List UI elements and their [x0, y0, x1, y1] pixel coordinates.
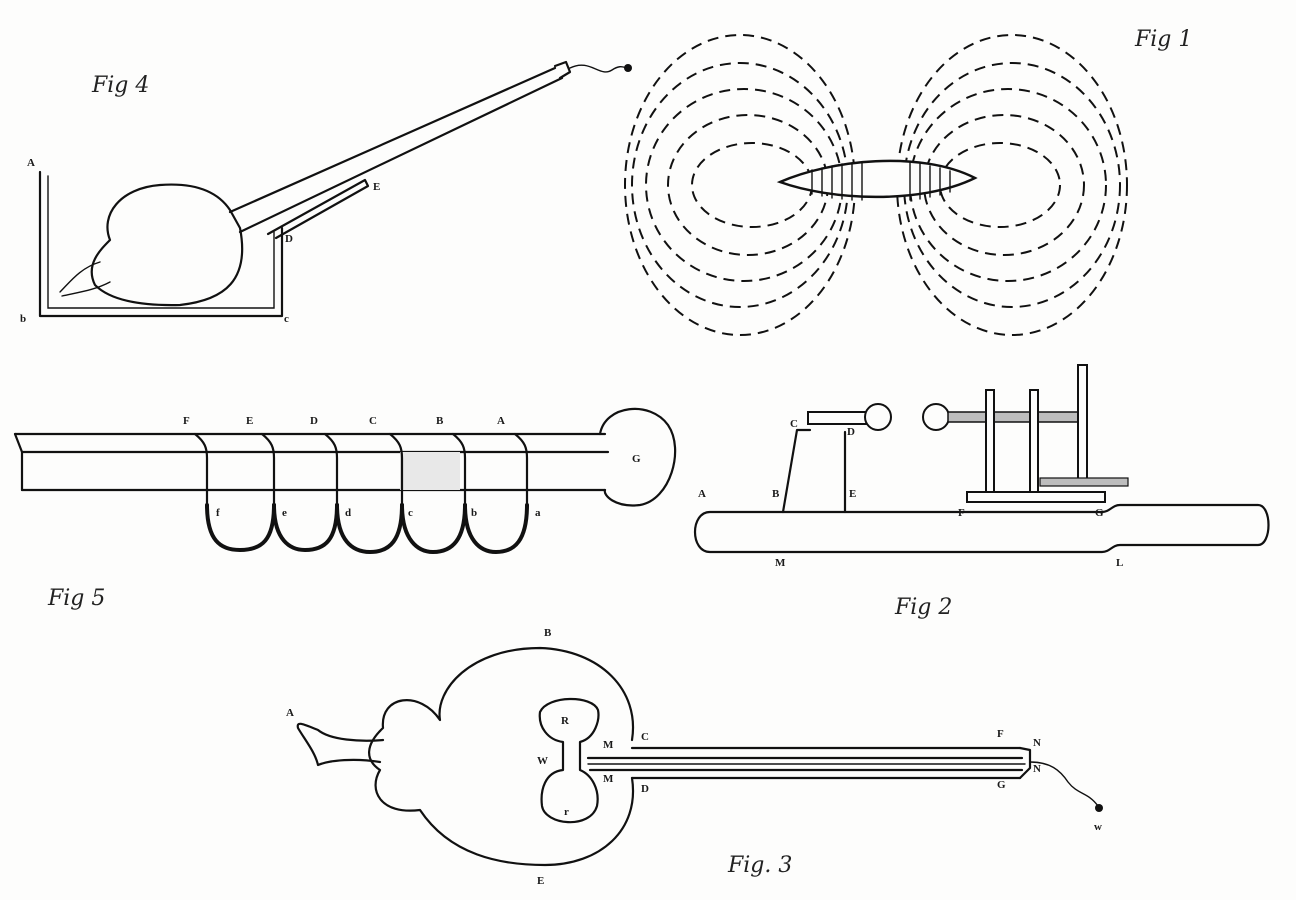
fig5-coil-bar: F E D C B A G a b c d e f Fig 5	[13, 407, 677, 611]
fig2-label-A: A	[698, 488, 706, 500]
fig5-label-C: C	[369, 415, 377, 427]
fig2-label-D: D	[847, 426, 855, 438]
fig1-field-lines: Fig 1	[624, 27, 1192, 336]
fig4-label-A: A	[27, 157, 35, 169]
fig5-shaded-section	[400, 452, 460, 490]
fig2-apparatus: A B C D E F G M L Fig 2	[694, 364, 1270, 620]
fig1-central-body	[776, 159, 978, 199]
fig4-wire-terminal	[624, 64, 632, 72]
fig4-tube-bottom	[238, 76, 564, 234]
fig2-ball-right	[922, 403, 950, 431]
fig4-label-E: E	[373, 181, 380, 193]
fig2-base-tube	[694, 503, 1270, 554]
fig4-label-c: c	[284, 313, 289, 325]
fig4-tube-top	[228, 66, 557, 214]
fig3-caption: Fig. 3	[727, 853, 792, 878]
fig2-platform	[966, 491, 1106, 503]
fig3-label-A: A	[286, 707, 294, 719]
fig3-label-N-top: N	[1033, 737, 1041, 749]
fig1-body-stripes	[811, 161, 951, 201]
fig3-inner-dumbbell	[538, 697, 600, 824]
fig1-loop-right-3	[909, 88, 1107, 282]
fig5-label-d: d	[345, 507, 351, 519]
fig4-trough-inner	[47, 175, 275, 309]
fig3-label-G: G	[997, 779, 1006, 791]
fig4-retort-bulb	[90, 183, 244, 307]
fig4-apparatus: Fig 4 A b c D E	[20, 60, 632, 325]
fig3-label-F: F	[997, 728, 1004, 740]
fig2-label-G: G	[1095, 507, 1104, 519]
fig5-label-a: a	[535, 507, 541, 519]
fig5-label-G: G	[632, 453, 641, 465]
fig5-coil-loops	[205, 503, 529, 555]
fig5-knob-G	[598, 407, 677, 507]
fig5-label-e: e	[282, 507, 287, 519]
fig3-wire-terminal	[1095, 804, 1103, 812]
fig5-label-c: c	[408, 507, 413, 519]
fig3-label-M-top: M	[603, 739, 614, 751]
fig3-label-w: w	[1094, 821, 1102, 833]
fig2-label-B: B	[772, 488, 780, 500]
fig5-label-F: F	[183, 415, 190, 427]
fig2-post-2	[1029, 389, 1039, 493]
fig3-label-N-bottom: N	[1033, 763, 1041, 775]
fig3-label-M-bottom: M	[603, 773, 614, 785]
fig5-label-B: B	[436, 415, 444, 427]
fig4-label-b: b	[20, 313, 26, 325]
fig4-trough-outer	[38, 170, 284, 318]
fig2-post-1	[985, 389, 995, 493]
fig5-label-D: D	[310, 415, 318, 427]
fig4-tube-cap	[553, 60, 572, 80]
fig2-screw-rod	[947, 411, 1081, 423]
fig5-label-f: f	[216, 507, 220, 519]
fig2-ball-left	[864, 403, 892, 431]
fig4-side-tube	[266, 178, 370, 240]
fig5-bar-end	[13, 432, 24, 492]
fig3-label-D: D	[641, 783, 649, 795]
fig4-label-D: D	[285, 233, 293, 245]
fig3-label-B: B	[544, 627, 552, 639]
fig1-caption: Fig 1	[1134, 27, 1192, 52]
fig3-label-C: C	[641, 731, 649, 743]
fig2-label-F: F	[958, 507, 965, 519]
fig4-caption: Fig 4	[91, 73, 149, 98]
fig3-large-body	[368, 646, 635, 867]
fig5-label-b: b	[471, 507, 477, 519]
fig3-label-r: r	[564, 806, 569, 818]
fig4-wire	[569, 64, 627, 73]
fig3-apparatus: B A E C D M M W R r F G N N w Fig. 3	[286, 627, 1103, 887]
fig2-caption: Fig 2	[894, 595, 952, 620]
fig4-bulb-neck	[59, 261, 111, 297]
fig3-label-W: W	[537, 755, 548, 767]
fig2-arm-C	[807, 411, 869, 425]
fig3-wire	[1029, 761, 1099, 807]
fig3-tube-end	[1018, 746, 1032, 780]
fig2-stand-left	[781, 428, 812, 514]
fig5-caption: Fig 5	[47, 586, 105, 611]
fig3-label-E: E	[537, 875, 544, 887]
fig5-label-A: A	[497, 415, 505, 427]
fig2-rack	[1039, 477, 1129, 487]
fig2-label-C: C	[790, 418, 798, 430]
fig3-neck-A	[296, 722, 385, 767]
fig3-label-R: R	[561, 715, 570, 727]
fig5-coil-wires	[193, 432, 529, 507]
fig2-label-M: M	[775, 557, 786, 569]
fig2-label-E: E	[849, 488, 856, 500]
fig2-post-3	[1077, 364, 1088, 484]
fig5-label-E: E	[246, 415, 253, 427]
fig1-loop-right-1	[939, 142, 1061, 228]
fig2-label-L: L	[1116, 557, 1123, 569]
